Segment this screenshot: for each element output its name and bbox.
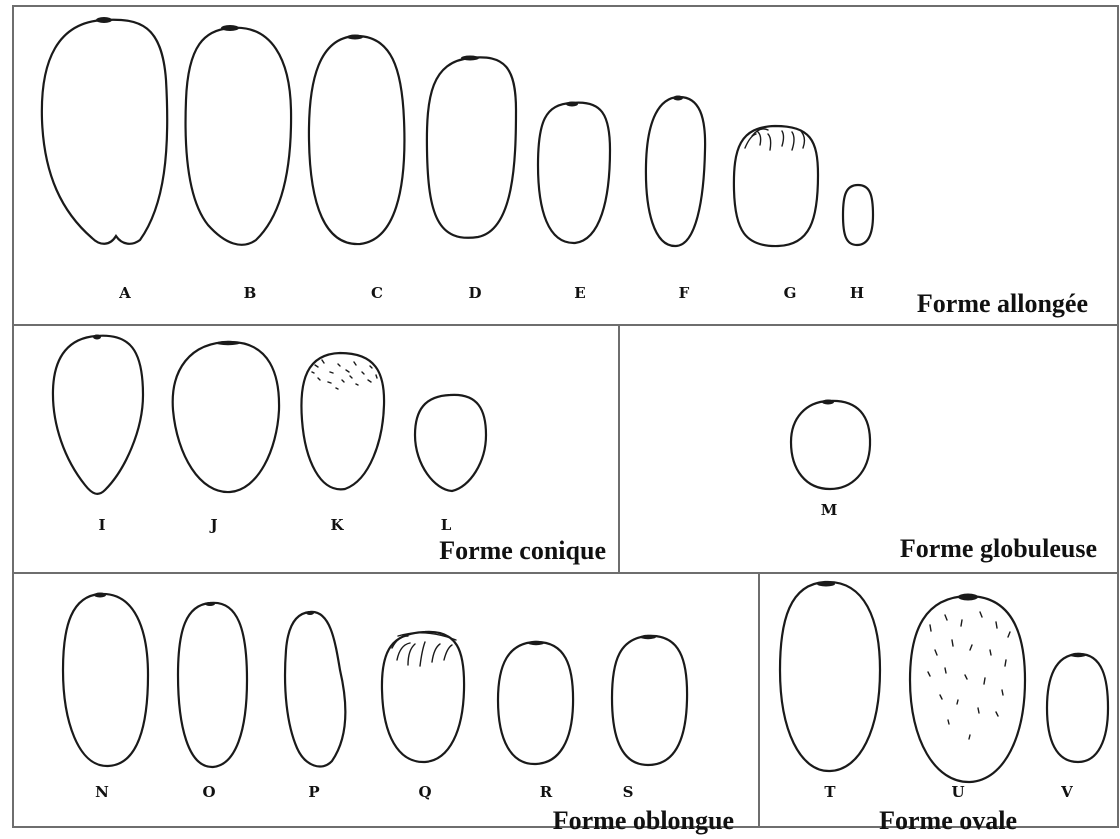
title-forme-allongee: Forme allongée	[917, 289, 1088, 318]
seed-h	[843, 185, 873, 245]
seed-e	[538, 102, 610, 244]
title-forme-ovale: Forme ovale	[879, 806, 1017, 835]
letter-j: J	[208, 516, 217, 534]
letter-a: A	[118, 284, 131, 302]
title-forme-conique: Forme conique	[439, 536, 606, 565]
panel-oblongue	[63, 593, 687, 768]
seed-b	[186, 25, 292, 245]
letter-t: T	[824, 783, 836, 801]
seed-l	[415, 395, 486, 491]
seed-f	[646, 96, 705, 247]
seed-g	[734, 126, 818, 246]
letter-q: Q	[418, 783, 431, 801]
seed-u	[910, 594, 1025, 783]
letter-d: D	[468, 284, 481, 302]
letter-o: O	[202, 783, 215, 801]
seed-r	[498, 641, 573, 764]
panel-ovale	[780, 582, 1108, 783]
panel-globuleuse	[791, 400, 870, 490]
letter-h: H	[850, 284, 864, 302]
letter-k: K	[330, 516, 344, 534]
letter-b: B	[244, 284, 257, 302]
letter-e: E	[574, 284, 585, 302]
letter-n: N	[95, 783, 109, 801]
seed-m	[791, 400, 870, 490]
letter-i: I	[98, 516, 105, 534]
title-forme-oblongue: Forme oblongue	[553, 806, 734, 835]
letter-v: V	[1060, 783, 1073, 801]
letter-l: L	[441, 516, 452, 534]
seed-k	[301, 353, 384, 489]
seed-o	[178, 602, 247, 767]
seed-p	[285, 611, 345, 767]
title-forme-globuleuse: Forme globuleuse	[900, 534, 1097, 563]
seed-n	[63, 593, 148, 767]
panel-allongee	[42, 17, 873, 246]
seed-t	[780, 582, 880, 772]
seed-j	[173, 341, 279, 492]
letter-f: F	[679, 284, 690, 302]
seed-c	[309, 35, 404, 245]
seed-a	[42, 17, 167, 244]
letter-m: M	[821, 501, 838, 519]
letter-g: G	[784, 284, 797, 302]
seed-d	[427, 56, 516, 238]
letter-c: C	[371, 284, 383, 302]
seed-s	[612, 635, 687, 765]
letter-r: R	[540, 783, 553, 801]
seed-v	[1047, 653, 1108, 762]
letter-u: U	[951, 783, 964, 801]
letter-s: S	[623, 783, 634, 801]
seed-q	[382, 632, 464, 762]
seed-i	[53, 335, 143, 494]
panel-conique	[53, 335, 486, 494]
letter-p: P	[308, 783, 319, 801]
